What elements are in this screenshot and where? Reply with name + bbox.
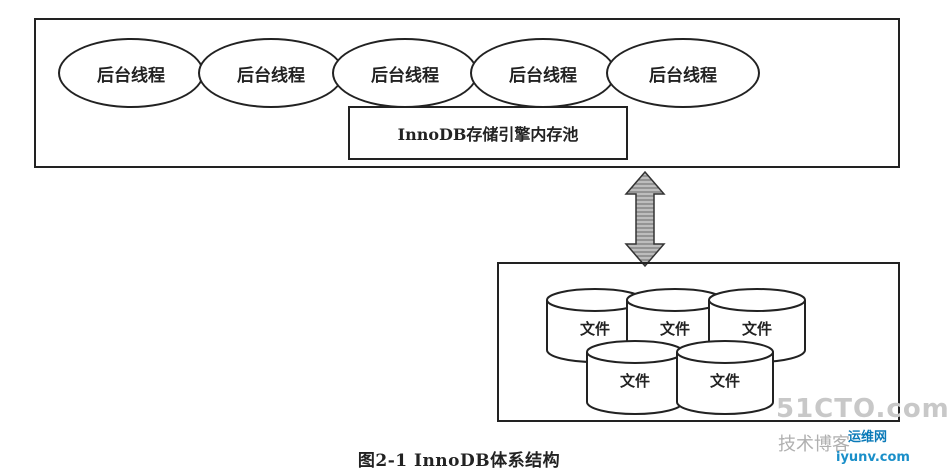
file-label: 文件 [741,320,772,338]
innodb-buffer-pool-box: InnoDB存储引擎内存池 [348,106,628,160]
figure-caption: 图2-1 InnoDB体系结构 [357,451,561,471]
double-arrow-icon [624,170,666,268]
data-files-panel: 文件 文件 文件 文件 文件 [497,262,900,422]
file-label: 文件 [709,372,740,390]
file-cylinder-5: 文件 [675,340,775,416]
file-cylinder-4: 文件 [585,340,685,416]
background-thread-5: 后台线程 [606,38,760,108]
background-thread-3: 后台线程 [332,38,478,108]
file-cylinder-1: 文件 [545,288,645,364]
watermark-text: 运维网 [848,430,888,445]
cylinder-shape [586,340,684,415]
watermark-logo: 51CTO.com [776,394,950,424]
watermark-url: iyunv.com [836,450,910,465]
watermark-text: 技术博客 [778,434,850,455]
file-label: 文件 [619,372,650,390]
cylinder-shape [546,288,644,363]
background-thread-2: 后台线程 [198,38,344,108]
background-thread-1: 后台线程 [58,38,204,108]
cylinder-shape [676,340,774,415]
memory-structure-panel: 后台线程 后台线程 后台线程 后台线程 后台线程 [34,18,900,168]
file-label: 文件 [579,320,610,338]
file-label: 文件 [659,320,690,338]
background-thread-4: 后台线程 [470,38,616,108]
